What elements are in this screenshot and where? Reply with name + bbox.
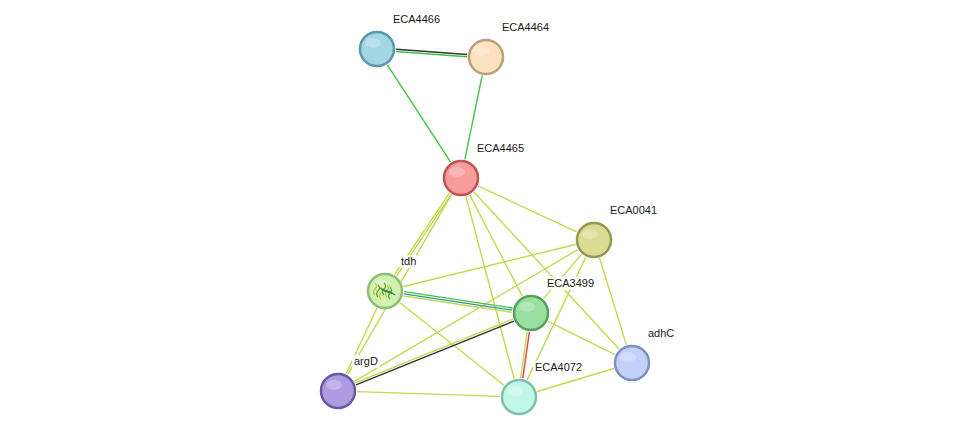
node-label: ECA4466 — [391, 13, 442, 26]
edge-strand — [356, 321, 514, 385]
node-circle — [366, 272, 404, 310]
edge-strand — [397, 194, 452, 275]
protein-node: ECA4465 — [442, 159, 480, 197]
interaction-edge — [548, 321, 615, 354]
edge-strand — [387, 65, 450, 162]
node-circle — [613, 344, 651, 382]
node-circle — [500, 378, 538, 416]
protein-node: adhC — [613, 344, 651, 382]
node-label: ECA4464 — [500, 21, 551, 34]
protein-node: ECA4072 — [500, 378, 538, 416]
node-circle — [575, 221, 613, 259]
protein-node: ECA4464 — [467, 38, 505, 76]
node-circle — [442, 159, 480, 197]
interaction-edge — [466, 196, 514, 378]
interaction-edge — [357, 392, 500, 397]
protein-node: argD — [319, 372, 357, 410]
node-label: ECA0041 — [608, 204, 659, 217]
interaction-edge — [348, 194, 452, 374]
edge-strand — [396, 51, 467, 56]
edge-strand — [466, 196, 514, 378]
edge-strand — [600, 258, 627, 345]
edge-strand — [404, 294, 512, 310]
edge-strand — [395, 193, 450, 274]
node-label: argD — [352, 355, 380, 368]
node-label: adhC — [646, 327, 676, 340]
edge-strand — [521, 332, 528, 378]
edge-strand — [403, 296, 511, 312]
interaction-edge — [600, 258, 627, 345]
interaction-edge — [470, 195, 523, 296]
edge-strand — [478, 186, 577, 232]
node-circle — [467, 38, 505, 76]
interaction-edge — [521, 332, 530, 379]
edge-strand — [470, 195, 523, 296]
edge-strand — [404, 292, 512, 308]
edge-strand — [357, 392, 500, 397]
node-label: tdh — [399, 255, 418, 268]
protein-node: ECA4466 — [358, 30, 396, 68]
node-circle — [512, 294, 550, 332]
interaction-edge — [387, 65, 450, 162]
interaction-edge — [403, 292, 512, 313]
node-label: ECA4465 — [475, 142, 526, 155]
edge-strand — [348, 194, 452, 374]
protein-node: tdh — [366, 272, 404, 310]
interaction-edge — [478, 186, 577, 232]
protein-node: ECA3499 — [512, 294, 550, 332]
node-label: ECA3499 — [545, 277, 596, 290]
edge-strand — [548, 321, 615, 354]
interaction-edge — [355, 319, 514, 385]
protein-node: ECA0041 — [575, 221, 613, 259]
interaction-edge — [395, 193, 452, 276]
node-label: ECA4072 — [533, 361, 584, 374]
node-circle — [358, 30, 396, 68]
edge-strand — [355, 319, 513, 383]
interaction-edge — [396, 49, 467, 56]
node-circle — [319, 372, 357, 410]
